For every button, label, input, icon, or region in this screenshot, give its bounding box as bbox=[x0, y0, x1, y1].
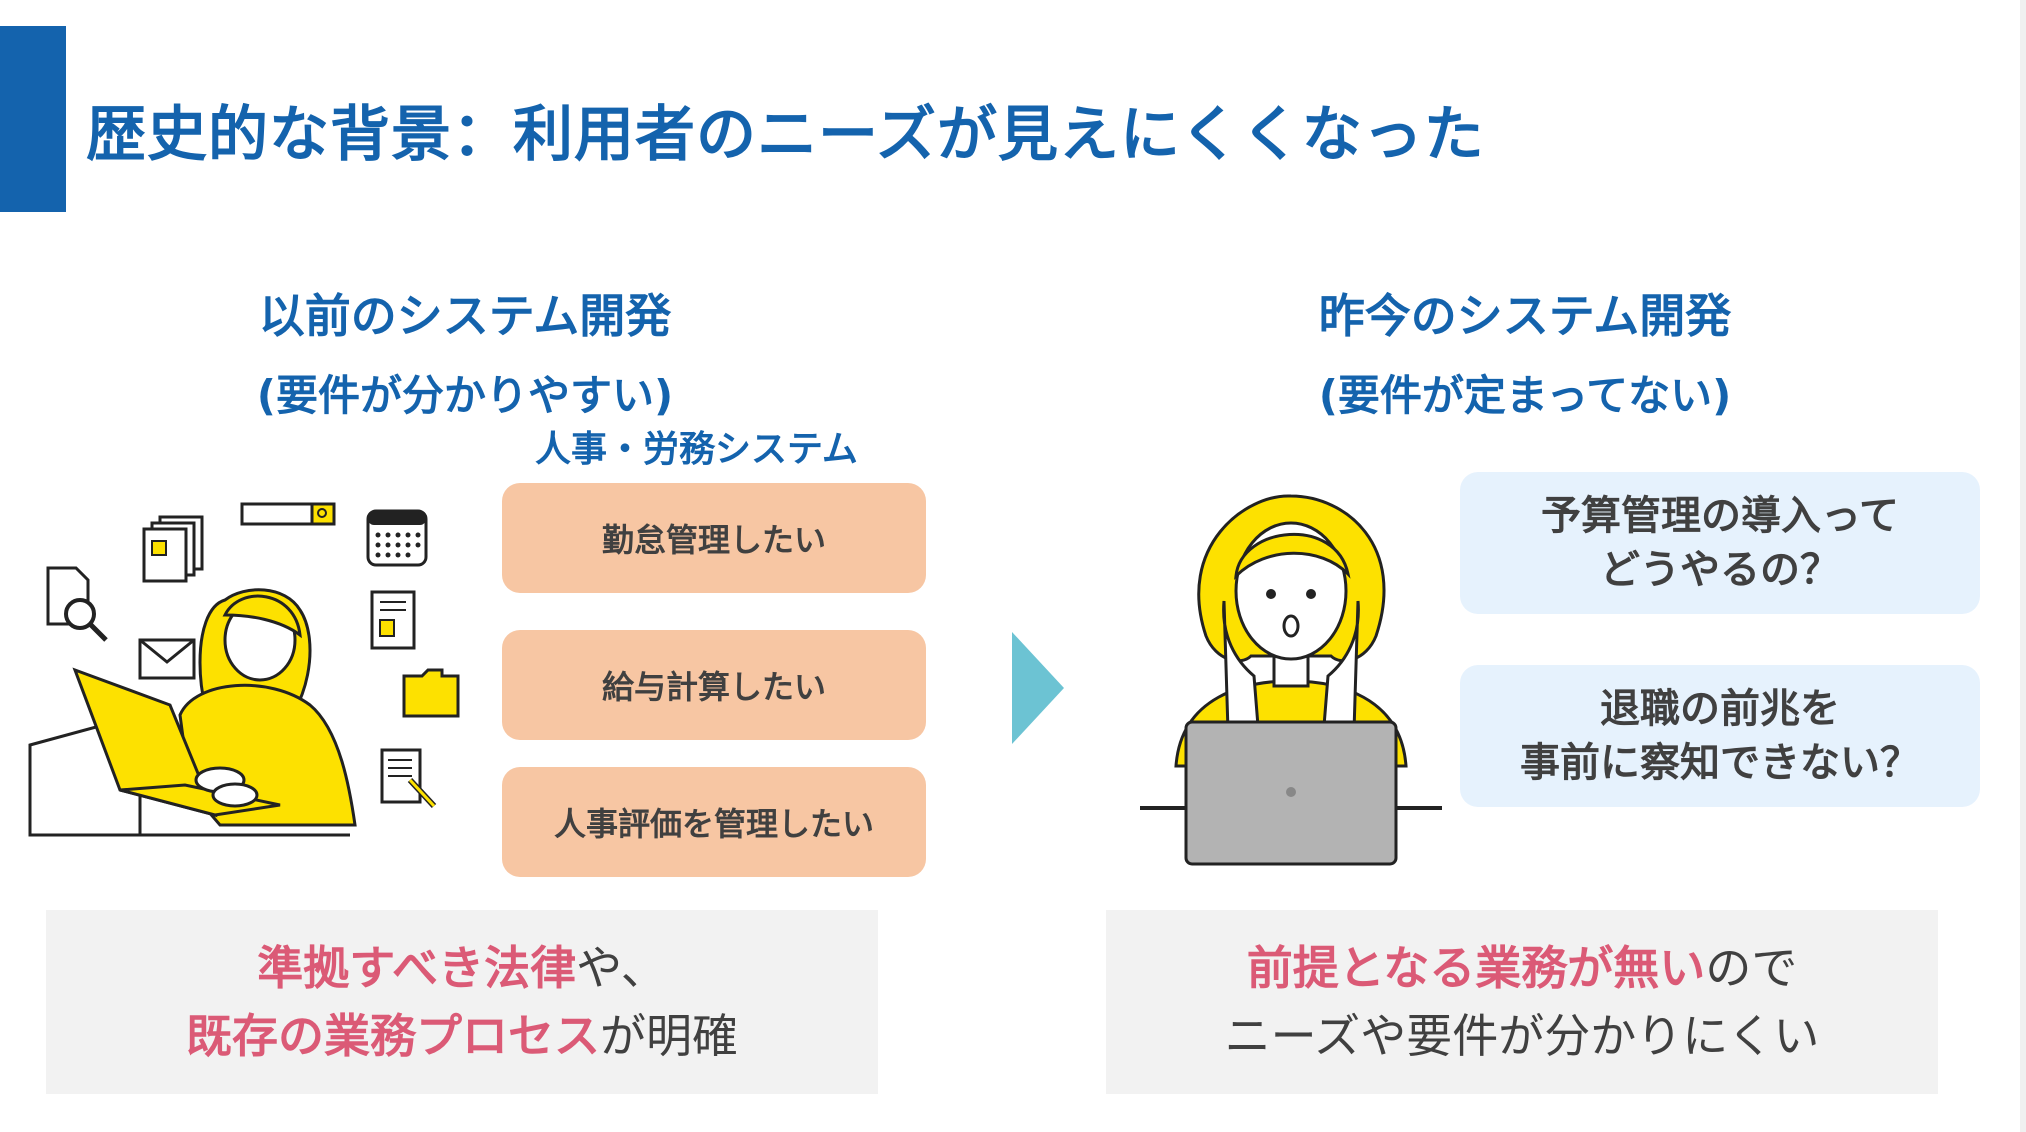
bubble-retirement-line1: 退職の前兆を bbox=[1600, 686, 1840, 732]
right-summary-line1: 前提となる業務が無いので bbox=[1247, 934, 1798, 1002]
left-summary-rest1: や、 bbox=[576, 941, 667, 995]
note-icon bbox=[370, 590, 416, 650]
arrow-right-icon bbox=[1012, 632, 1064, 744]
page-title: 歴史的な背景：利用者のニーズが見えにくくなった bbox=[86, 100, 1485, 170]
laptop-icon bbox=[1184, 720, 1398, 866]
bubble-retirement: 退職の前兆を 事前に察知できない？ bbox=[1460, 665, 1980, 807]
pencil-note-icon bbox=[380, 748, 437, 809]
title-accent-bar bbox=[0, 26, 66, 212]
right-summary-line2: ニーズや要件が分かりにくい bbox=[1224, 1009, 1820, 1063]
bubble-evaluation: 人事評価を管理したい bbox=[502, 767, 926, 877]
laptop-icon bbox=[72, 667, 281, 818]
file-search-icon bbox=[46, 566, 108, 642]
search-bar-icon bbox=[240, 502, 336, 526]
left-summary-line2: 既存の業務プロセスが明確 bbox=[186, 1002, 738, 1070]
left-heading-title: 以前のシステム開発 bbox=[258, 289, 672, 343]
mail-icon bbox=[138, 638, 196, 680]
right-heading: 昨今のシステム開発 (要件が定まってない) bbox=[1240, 280, 1810, 423]
right-summary-highlight1: 前提となる業務が無い bbox=[1246, 941, 1706, 995]
bubble-retirement-line2: 事前に察知できない？ bbox=[1520, 740, 1920, 786]
right-heading-title: 昨今のシステム開発 bbox=[1318, 289, 1732, 343]
bubble-evaluation-text: 人事評価を管理したい bbox=[553, 805, 874, 843]
left-summary-highlight1: 準拠すべき法律 bbox=[257, 941, 577, 995]
bubble-retirement-text: 退職の前兆を 事前に察知できない？ bbox=[1520, 682, 1920, 790]
bubble-attendance: 勤怠管理したい bbox=[502, 483, 926, 593]
worried-woman-illustration bbox=[1140, 494, 1442, 866]
bubble-budget-line1: 予算管理の導入って bbox=[1541, 493, 1899, 539]
slide-edge bbox=[2020, 0, 2026, 1132]
calendar-icon bbox=[366, 509, 428, 567]
left-summary-box: 準拠すべき法律や、 既存の業務プロセスが明確 bbox=[46, 910, 878, 1094]
right-summary-box: 前提となる業務が無いので ニーズや要件が分かりにくい bbox=[1106, 910, 1938, 1094]
left-summary-rest2: が明確 bbox=[600, 1009, 738, 1063]
bubble-payroll-text: 給与計算したい bbox=[601, 668, 826, 706]
documents-icon bbox=[142, 515, 204, 583]
folder-icon bbox=[402, 668, 460, 718]
bubble-budget: 予算管理の導入って どうやるの？ bbox=[1460, 472, 1980, 614]
left-heading-sub: (要件が分かりやすい) bbox=[256, 371, 674, 420]
right-summary-rest1: ので bbox=[1705, 941, 1798, 995]
working-woman-illustration bbox=[28, 588, 357, 837]
left-summary-line1: 準拠すべき法律や、 bbox=[257, 934, 666, 1002]
right-heading-sub: (要件が定まってない) bbox=[1318, 371, 1732, 420]
bubble-attendance-text: 勤怠管理したい bbox=[601, 521, 826, 559]
system-label: 人事・労務システム bbox=[535, 429, 858, 470]
left-heading: 以前のシステム開発 (要件が分かりやすい) bbox=[180, 280, 750, 423]
bubble-payroll: 給与計算したい bbox=[502, 630, 926, 740]
left-summary-highlight2: 既存の業務プロセス bbox=[186, 1009, 600, 1063]
bubble-budget-line2: どうやるの？ bbox=[1600, 547, 1840, 593]
bubble-budget-text: 予算管理の導入って どうやるの？ bbox=[1541, 489, 1899, 597]
